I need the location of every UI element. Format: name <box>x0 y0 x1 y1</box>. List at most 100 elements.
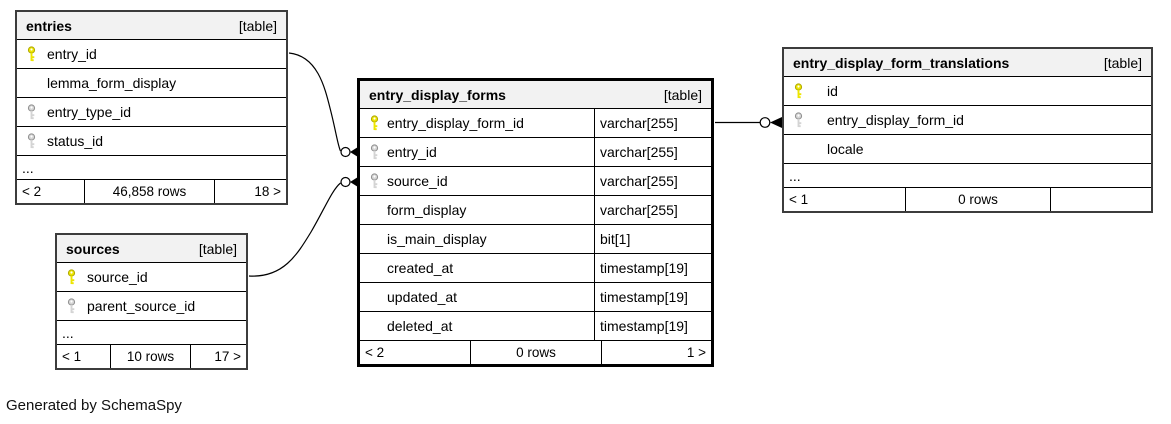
column-row: entry_display_form_id <box>784 106 1151 135</box>
column-type: timestamp[19] <box>594 254 711 282</box>
relationship-entry-display-forms-to-translations <box>715 117 782 128</box>
fk-arrowhead-icon <box>350 147 358 157</box>
column-name: updated_at <box>387 289 458 305</box>
foreign-key-icon <box>369 144 380 160</box>
column-type: bit[1] <box>594 225 711 253</box>
degree-left-label: < 2 <box>22 184 42 199</box>
primary-key-icon <box>26 46 37 62</box>
fk-zero-circle-icon <box>340 146 351 158</box>
column-row: lemma_form_display <box>17 69 286 98</box>
column-name: locale <box>827 141 864 157</box>
column-name: entry_id <box>387 144 437 160</box>
column-row: entry_id varchar[255] <box>360 138 711 167</box>
column-name: form_display <box>387 202 467 218</box>
table-title: entries <box>26 17 72 34</box>
column-row: created_at timestamp[19] <box>360 254 711 283</box>
primary-key-icon <box>66 269 77 285</box>
column-row: entry_type_id <box>17 98 286 127</box>
relationship-entries-to-entry-display-forms <box>288 52 358 158</box>
column-row: entry_id <box>17 40 286 69</box>
column-name: status_id <box>47 133 104 149</box>
row-count-label: 10 rows <box>110 345 190 368</box>
degree-right-label <box>1050 188 1151 211</box>
column-name: lemma_form_display <box>47 75 177 91</box>
column-row: id <box>784 77 1151 106</box>
degree-right-label: 1 > <box>601 341 711 364</box>
degree-left-label: < 2 <box>365 345 385 360</box>
table-type-badge: [table] <box>198 240 237 257</box>
column-row: is_main_display bit[1] <box>360 225 711 254</box>
column-row: updated_at timestamp[19] <box>360 283 711 312</box>
table-title: entry_display_form_translations <box>793 54 1010 71</box>
column-type: timestamp[19] <box>594 312 711 340</box>
foreign-key-icon <box>66 298 77 314</box>
foreign-key-icon <box>369 173 380 189</box>
table-title: entry_display_forms <box>369 86 506 103</box>
column-name: id <box>827 83 838 99</box>
table-entries: entries [table] entry_id lemma_form_display… <box>15 10 288 205</box>
column-name: source_id <box>387 173 448 189</box>
foreign-key-icon <box>793 112 804 128</box>
table-header[interactable]: entry_display_form_translations [table] <box>784 49 1151 77</box>
degree-left-label: < 1 <box>62 349 82 364</box>
fk-arrowhead-icon <box>770 117 782 128</box>
degree-left-label: < 1 <box>789 192 809 207</box>
more-columns-ellipsis: ... <box>57 321 246 345</box>
table-entry-display-form-translations: entry_display_form_translations [table] id… <box>782 47 1153 213</box>
primary-key-icon <box>793 83 804 99</box>
column-name: parent_source_id <box>87 298 196 314</box>
table-header[interactable]: entries [table] <box>17 12 286 40</box>
relationship-line <box>248 182 341 277</box>
column-type: varchar[255] <box>594 196 711 224</box>
table-header[interactable]: sources [table] <box>57 235 246 263</box>
column-type: varchar[255] <box>594 167 711 195</box>
table-footer: < 1 0 rows <box>784 188 1151 211</box>
degree-right-label: 18 > <box>214 180 286 203</box>
column-row: form_display varchar[255] <box>360 196 711 225</box>
table-type-badge: [table] <box>663 86 702 103</box>
primary-key-icon <box>369 115 380 131</box>
table-sources: sources [table] source_id parent_source_id.… <box>55 233 248 370</box>
fk-zero-circle-icon <box>759 117 771 128</box>
column-row: status_id <box>17 127 286 156</box>
degree-right-label: 17 > <box>190 345 246 368</box>
column-name: entry_display_form_id <box>387 115 524 131</box>
column-name: deleted_at <box>387 318 453 334</box>
column-type: varchar[255] <box>594 138 711 166</box>
generator-caption: Generated by SchemaSpy <box>6 397 182 414</box>
row-count-label: 46,858 rows <box>84 180 214 203</box>
column-row: source_id varchar[255] <box>360 167 711 196</box>
fk-arrowhead-icon <box>350 177 358 187</box>
foreign-key-icon <box>26 104 37 120</box>
column-row: source_id <box>57 263 246 292</box>
column-name: is_main_display <box>387 231 487 247</box>
column-row: deleted_at timestamp[19] <box>360 312 711 341</box>
row-count-label: 0 rows <box>470 341 601 364</box>
column-name: created_at <box>387 260 454 276</box>
table-type-badge: [table] <box>1103 54 1142 71</box>
relationship-sources-to-entry-display-forms <box>248 176 358 277</box>
more-columns-ellipsis: ... <box>17 156 286 180</box>
table-entry-display-forms: entry_display_forms[table]entry_display_… <box>357 78 714 367</box>
table-title: sources <box>66 240 120 257</box>
row-count-label: 0 rows <box>905 188 1050 211</box>
table-header[interactable]: entry_display_forms [table] <box>360 81 711 109</box>
foreign-key-icon <box>26 133 37 149</box>
column-name: source_id <box>87 269 148 285</box>
column-row: locale <box>784 135 1151 164</box>
column-type: timestamp[19] <box>594 283 711 311</box>
column-name: entry_display_form_id <box>827 112 964 128</box>
more-columns-ellipsis: ... <box>784 164 1151 188</box>
relationship-line <box>288 52 342 152</box>
column-type: varchar[255] <box>594 109 711 137</box>
column-name: entry_id <box>47 46 97 62</box>
table-type-badge: [table] <box>238 17 277 34</box>
fk-zero-circle-icon <box>340 176 351 188</box>
column-name: entry_type_id <box>47 104 132 120</box>
column-row: entry_display_form_id varchar[255] <box>360 109 711 138</box>
